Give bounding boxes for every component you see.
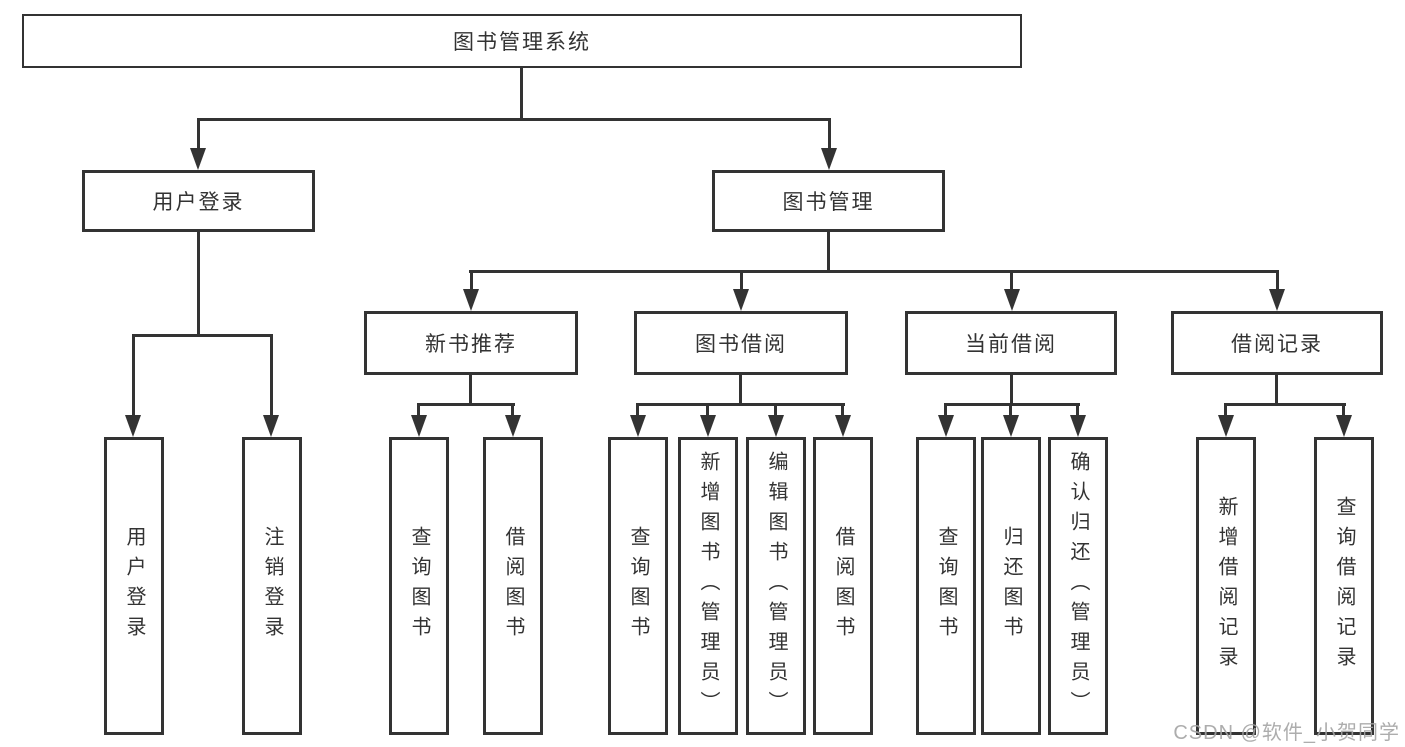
leaf-label: 查询图书 xyxy=(627,526,649,646)
leaf-label: 注销登录 xyxy=(261,526,283,646)
connector-line xyxy=(1076,403,1079,417)
connector-line xyxy=(417,403,420,417)
connector-line xyxy=(944,403,947,417)
node-user-login: 用户登录 xyxy=(82,170,315,232)
leaf-add-borrow-record: 新增借阅记录 xyxy=(1196,437,1256,735)
leaf-confirm-return-admin: 确认归还（管理员） xyxy=(1048,437,1108,735)
connector-line xyxy=(636,403,845,406)
arrowhead-down-icon xyxy=(768,415,784,437)
connector-line xyxy=(1010,375,1013,405)
arrowhead-down-icon xyxy=(938,415,954,437)
connector-line xyxy=(636,403,639,417)
arrowhead-down-icon xyxy=(1269,289,1285,311)
connector-line xyxy=(1276,270,1279,290)
arrowhead-down-icon xyxy=(190,148,206,170)
leaf-logout: 注销登录 xyxy=(242,437,302,735)
arrowhead-down-icon xyxy=(263,415,279,437)
arrowhead-down-icon xyxy=(1336,415,1352,437)
arrowhead-down-icon xyxy=(1004,289,1020,311)
node-new-book-recommend: 新书推荐 xyxy=(364,311,578,375)
connector-line xyxy=(132,334,273,337)
leaf-label: 用户登录 xyxy=(123,526,145,646)
connector-line xyxy=(511,403,514,417)
connector-line xyxy=(944,403,1080,406)
leaf-borrow-books-recommend: 借阅图书 xyxy=(483,437,543,735)
arrowhead-down-icon xyxy=(505,415,521,437)
connector-line xyxy=(197,232,200,337)
leaf-edit-books-admin: 编辑图书（管理员） xyxy=(746,437,806,735)
connector-line xyxy=(841,403,844,417)
node-borrowing-records: 借阅记录 xyxy=(1171,311,1383,375)
leaf-label: 新增借阅记录 xyxy=(1215,496,1237,676)
connector-line xyxy=(469,375,472,405)
leaf-label: 确认归还（管理员） xyxy=(1067,451,1089,721)
arrowhead-down-icon xyxy=(630,415,646,437)
connector-line xyxy=(739,375,742,405)
csdn-watermark: CSDN @软件_小贺同学 xyxy=(1173,722,1400,744)
leaf-label: 查询图书 xyxy=(935,526,957,646)
connector-line xyxy=(774,403,777,417)
leaf-return-books: 归还图书 xyxy=(981,437,1041,735)
connector-line xyxy=(828,118,831,150)
connector-line xyxy=(520,68,523,118)
connector-line xyxy=(1342,403,1345,417)
arrowhead-down-icon xyxy=(821,148,837,170)
node-current-borrowing: 当前借阅 xyxy=(905,311,1117,375)
connector-line xyxy=(469,270,1279,273)
arrowhead-down-icon xyxy=(835,415,851,437)
connector-line xyxy=(470,270,473,290)
arrowhead-down-icon xyxy=(125,415,141,437)
connector-line xyxy=(1224,403,1346,406)
leaf-query-books-recommend: 查询图书 xyxy=(389,437,449,735)
connector-line xyxy=(1009,403,1012,417)
leaf-query-books-current: 查询图书 xyxy=(916,437,976,735)
leaf-label: 查询借阅记录 xyxy=(1333,496,1355,676)
connector-line xyxy=(270,334,273,415)
leaf-label: 归还图书 xyxy=(1000,526,1022,646)
node-library-system: 图书管理系统 xyxy=(22,14,1022,68)
connector-line xyxy=(740,270,743,290)
leaf-label: 编辑图书（管理员） xyxy=(765,451,787,721)
connector-line xyxy=(1275,375,1278,405)
leaf-user-login: 用户登录 xyxy=(104,437,164,735)
connector-line xyxy=(197,118,200,150)
leaf-label: 借阅图书 xyxy=(832,526,854,646)
leaf-query-books-borrowing: 查询图书 xyxy=(608,437,668,735)
arrowhead-down-icon xyxy=(1218,415,1234,437)
leaf-add-books-admin: 新增图书（管理员） xyxy=(678,437,738,735)
leaf-borrow-books: 借阅图书 xyxy=(813,437,873,735)
node-book-borrowing: 图书借阅 xyxy=(634,311,848,375)
connector-line xyxy=(1010,270,1013,290)
node-book-management: 图书管理 xyxy=(712,170,945,232)
leaf-label: 借阅图书 xyxy=(502,526,524,646)
connector-line xyxy=(132,334,135,415)
arrowhead-down-icon xyxy=(411,415,427,437)
connector-line xyxy=(827,232,830,273)
arrowhead-down-icon xyxy=(463,289,479,311)
arrowhead-down-icon xyxy=(700,415,716,437)
arrowhead-down-icon xyxy=(1070,415,1086,437)
arrowhead-down-icon xyxy=(1003,415,1019,437)
leaf-label: 新增图书（管理员） xyxy=(697,451,719,721)
leaf-query-borrow-record: 查询借阅记录 xyxy=(1314,437,1374,735)
connector-line xyxy=(706,403,709,417)
leaf-label: 查询图书 xyxy=(408,526,430,646)
connector-line xyxy=(197,118,831,121)
connector-line xyxy=(417,403,515,406)
arrowhead-down-icon xyxy=(733,289,749,311)
connector-line xyxy=(1224,403,1227,417)
